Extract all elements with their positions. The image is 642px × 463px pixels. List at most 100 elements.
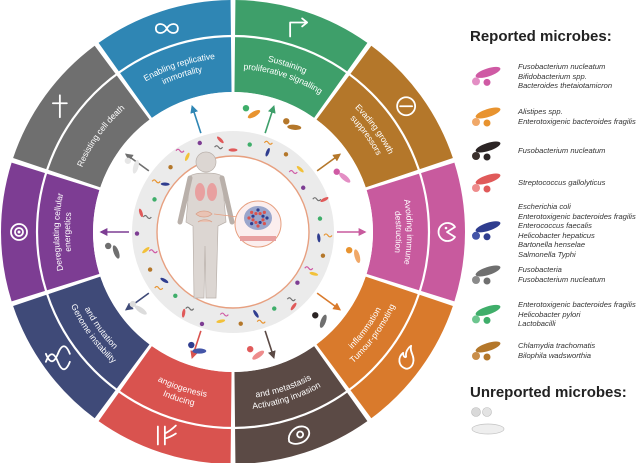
microbe-pictogram: [287, 124, 302, 130]
legend-microbe-name: Helicobacter pylori: [518, 309, 581, 319]
hallmark-arrows: [99, 104, 367, 360]
gut-microbe: [154, 285, 164, 291]
gut-microbe: [175, 148, 185, 153]
gut-microbe: [286, 297, 296, 302]
hallmark-label: energetics: [62, 212, 73, 253]
gut-microbe: [168, 165, 173, 170]
hallmark-label: Avoiding immune: [402, 198, 415, 265]
gut-microbe: [263, 140, 273, 145]
gut-microbe: [199, 321, 205, 327]
microbe-pictogram: [247, 110, 261, 119]
legend-microbe-name: Fusobacterium nucleatum: [518, 62, 606, 71]
gut-microbe: [219, 312, 229, 317]
gut-microbe: [216, 319, 226, 323]
microbe-pictogram: [112, 245, 120, 259]
hallmark-arrow: [264, 104, 276, 134]
infinity-icon: [154, 23, 179, 34]
gut-microbe: [304, 266, 314, 271]
hallmark-label: destruction: [393, 210, 404, 253]
legend-microbe-name: Fusobacteria: [518, 265, 562, 275]
hallmark-label: Deregulating cellular: [51, 192, 65, 272]
vessel-icon: [156, 424, 177, 446]
legend-microbe-name: Salmonella Typhi: [518, 249, 576, 259]
legend-microbe-name: Lactobacilli: [518, 319, 556, 329]
gut-microbe: [272, 306, 277, 311]
legend-group: Fusobacterium nucleatum: [466, 138, 642, 164]
microbe-pictogram: [354, 249, 361, 263]
gut-microbe: [296, 165, 304, 173]
microbe-pictogram: [319, 314, 327, 328]
no-entry-icon: [396, 96, 417, 117]
grave-cross-icon: [51, 94, 68, 119]
hallmark-arrow: [316, 292, 342, 311]
hallmark-segment: [98, 346, 232, 463]
hallmark-segment: [234, 0, 368, 118]
pacman-icon: [437, 222, 456, 242]
legend-microbe-name: Fusobacterium nucleatum: [518, 274, 606, 284]
gut-microbe: [301, 185, 306, 190]
microbe-pictogram: [134, 305, 147, 315]
gut-microbe: [265, 147, 270, 157]
gut-microbe: [216, 136, 224, 144]
legend-microbe-name: Fusobacterium nucleatum: [518, 146, 606, 156]
arrow-icon: [289, 17, 309, 38]
gut-microbe: [238, 321, 243, 326]
legend-microbe-name: Enterotoxigenic bacteroides fragilis: [518, 211, 636, 221]
gut-microbe: [185, 306, 195, 311]
microbe-pictogram: [333, 168, 340, 175]
hallmark-arrow: [316, 153, 342, 172]
legend-microbe-name: Escherichia coli: [518, 202, 571, 211]
hallmark-segment: [13, 45, 150, 188]
legend-microbe-name: Bilophila wadsworthia: [518, 350, 592, 360]
flame-icon: [398, 344, 415, 370]
gut-microbe: [142, 214, 152, 220]
legend-microbe-name: Helicobacter hepaticus: [518, 230, 595, 240]
legend-microbe-icon: [472, 66, 501, 86]
microbe-pictogram: [188, 341, 195, 349]
microbe-pictogram: [104, 242, 112, 250]
gut-microbe: [148, 249, 158, 254]
legend-microbe-icon: [472, 341, 501, 361]
gut-microbe: [317, 233, 321, 243]
gut-microbe: [288, 169, 298, 175]
legend-microbe-name: Bartonella henselae: [518, 240, 586, 250]
gut-microbe: [214, 145, 224, 150]
legend-microbe-icon: [472, 304, 501, 324]
hallmark-segment: [316, 276, 453, 419]
legend-microbe-icon: [472, 107, 501, 127]
legend-microbe-icon: [472, 173, 501, 193]
legend-microbe-name: Alistipes spp.: [518, 107, 563, 117]
legend-microbe-icon: [472, 221, 501, 241]
microbe-pictogram: [312, 312, 319, 319]
hallmark-icons: [10, 17, 456, 446]
microbe-pictogram: [252, 350, 265, 360]
microbe-pictogram: [192, 348, 207, 354]
gut-microbe: [309, 271, 319, 276]
legend-microbe-name: Enterococcus faecalis: [518, 221, 592, 231]
gut-microbe: [147, 267, 153, 272]
tissue-layer: [240, 236, 276, 241]
microbe-pictogram: [129, 300, 137, 308]
gut-microbe: [152, 197, 157, 202]
gut-microbe: [312, 197, 322, 202]
gut-microbe: [228, 148, 238, 152]
gut-microbe: [283, 152, 289, 157]
energy-icon: [10, 223, 28, 241]
gut-microbe: [323, 233, 333, 238]
legend-microbe-name: Bifidobacterium spp.: [518, 71, 587, 81]
hallmark-segment: [234, 346, 368, 463]
legend-microbe-name: Enterotoxigenic bacteroides fragilis: [518, 300, 636, 309]
microbe-legend: Reported microbes: Fusobacterium nucleat…: [466, 0, 642, 463]
gut-microbe: [134, 231, 140, 236]
gut-microbe: [151, 179, 161, 184]
legend-microbe-name: Chlamydia trachomatis: [518, 341, 596, 351]
legend-group: Alistipes spp.Enterotoxigenic bacteroide…: [466, 104, 642, 130]
microbe-pictogram: [283, 118, 290, 125]
legend-group: Streptococcus gallolyticus: [466, 170, 642, 196]
gut-microbe: [138, 208, 144, 218]
